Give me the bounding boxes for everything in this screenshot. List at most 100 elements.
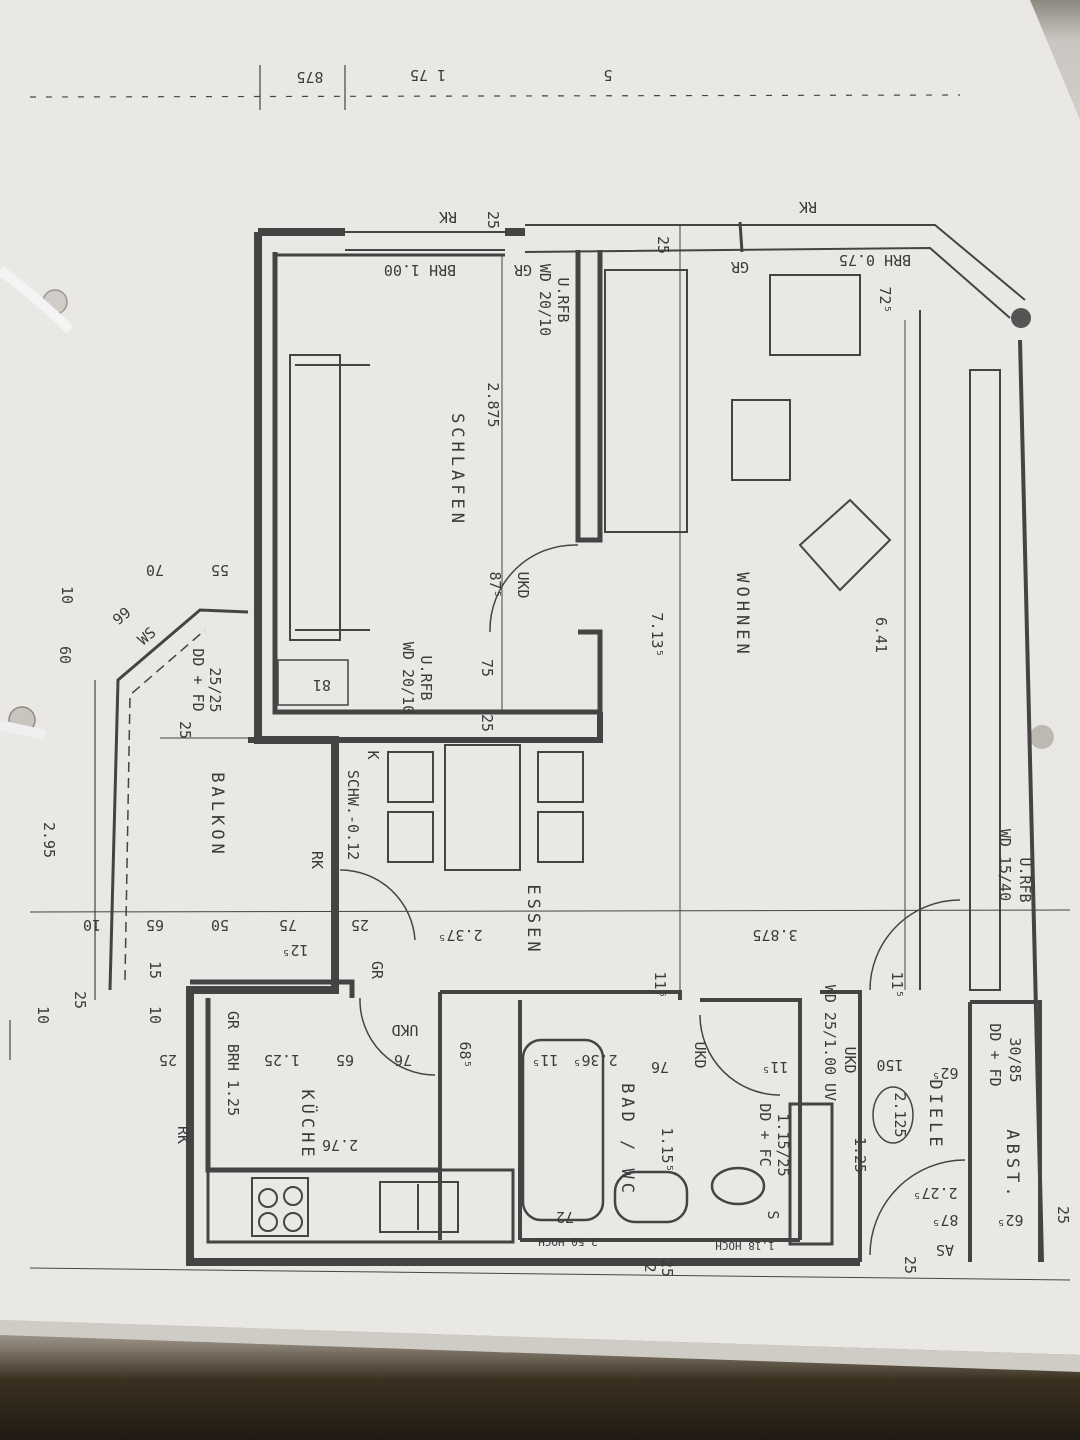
- binder-ring-bottom: [0, 720, 47, 740]
- dim-625-b: 62⁵: [996, 1211, 1023, 1229]
- balcony-outline: [108, 608, 249, 991]
- dim-25-b: 25: [654, 236, 672, 254]
- dim-15: 15: [146, 961, 164, 979]
- sink: [379, 1181, 459, 1233]
- label-as: AS: [936, 1241, 954, 1259]
- label-dd-fd-abst: DD + FD: [986, 1023, 1004, 1086]
- dim-875: 87⁵: [486, 571, 504, 598]
- toilet-bath: [613, 1170, 689, 1224]
- punch-dot: [1030, 725, 1054, 749]
- dim-276: 2.76: [322, 1136, 358, 1154]
- label-ukd-schlafen: UKD: [514, 571, 532, 598]
- wall-abst: [968, 1000, 1042, 1262]
- label-dd-fc-bad: DD + FC: [756, 1103, 774, 1166]
- label-k: K: [364, 750, 382, 759]
- dim-50: 50: [211, 916, 229, 934]
- dim-10-c: 10: [34, 1006, 52, 1024]
- dim-125: 1.25: [264, 1051, 300, 1069]
- dim-2: 2: [641, 1263, 659, 1272]
- dim-10-b: 10: [83, 916, 101, 934]
- dim-625-a: 62⁵: [931, 1064, 958, 1082]
- label-wd-wohnen: WD 15/40: [996, 829, 1014, 901]
- label-wd-schlafen-top: WD 20/10: [536, 264, 554, 336]
- label-rk-kueche: RK: [174, 1126, 192, 1144]
- dining-chair: [537, 751, 584, 803]
- coffee-table: [731, 399, 791, 481]
- door-swing-bath: [699, 1014, 781, 1096]
- label-brh-top: BRH 1.00: [384, 261, 456, 279]
- dim-2875: 2.875: [484, 382, 502, 427]
- dim-641: 6.41: [872, 617, 890, 653]
- dining-chair: [537, 811, 584, 863]
- wall-schlafen-right: [575, 250, 603, 543]
- window-band-schlafen: [345, 231, 505, 251]
- dim-60: 60: [56, 646, 74, 664]
- label-hoch-118: 1.18 HOCH: [715, 1239, 775, 1252]
- room-label-kueche: KÜCHE: [297, 1089, 319, 1160]
- window-band-wohnen: [524, 224, 1026, 319]
- wardrobe: [277, 659, 349, 706]
- room-labels: SCHLAFEN WOHNEN ESSEN BALKON KÜCHE BAD /…: [207, 413, 1022, 1201]
- dim-115-a: 11⁵: [651, 971, 669, 998]
- dim-125-c: 1.25: [851, 1137, 869, 1173]
- door-swing-schlafen: [489, 544, 579, 633]
- label-uv: UV: [821, 1083, 839, 1101]
- dim-875-top: 875: [296, 68, 323, 86]
- dim-125b: 12⁵: [281, 941, 308, 959]
- label-gr-wohnen: GR: [730, 258, 749, 276]
- dim-10-a: 10: [58, 586, 76, 604]
- wall-diele: [820, 990, 862, 1262]
- wall-wohnen-right: [969, 369, 1001, 991]
- dim-725: 72⁵: [876, 286, 894, 313]
- label-rk-right: RK: [799, 198, 817, 216]
- door-swing-kitchen: [359, 997, 436, 1076]
- sofa-top: [769, 274, 861, 356]
- stove-burner: [258, 1188, 278, 1208]
- dim-2375: 2.37⁵: [437, 926, 482, 944]
- label-dd-fd-balkon-size: 25/25: [206, 667, 224, 712]
- label-gr-essen: GR: [368, 961, 386, 980]
- room-label-bad: BAD / WC: [617, 1083, 637, 1197]
- label-dd-fd-balkon: DD + FD: [189, 648, 207, 711]
- dim-25-f: 25: [159, 1051, 177, 1069]
- door-swing-diele: [869, 899, 961, 991]
- dim-70: 70: [146, 561, 164, 579]
- dim-115-c: 11⁵: [761, 1058, 788, 1076]
- dim-65-b: 65: [336, 1051, 354, 1069]
- dim-3875: 3.875: [752, 926, 797, 944]
- room-label-diele: DIELE: [925, 1079, 945, 1150]
- washbasin: [710, 1166, 766, 1206]
- label-brh-kueche: BRH 1.25: [224, 1044, 242, 1116]
- dim-295: 2.95: [40, 822, 58, 858]
- stove-burner: [283, 1212, 303, 1232]
- dim-65: 65: [146, 916, 164, 934]
- room-label-balkon: BALKON: [207, 772, 227, 857]
- dim-7135: 7.13⁵: [648, 612, 666, 657]
- dim-25-a: 25: [478, 714, 496, 732]
- room-label-schlafen: SCHLAFEN: [447, 413, 467, 527]
- dim-2275: 2.27⁵: [912, 1184, 957, 1202]
- dim-72: 72: [556, 1208, 574, 1226]
- dim-81: 81: [313, 676, 331, 694]
- stove-burner: [283, 1186, 303, 1206]
- bathtub: [521, 1038, 605, 1222]
- dim-s: S: [764, 1210, 782, 1219]
- dim-236: 2.36⁵: [572, 1051, 617, 1069]
- label-gr-top: GR: [513, 261, 532, 279]
- dim-line-horizontal: [29, 909, 1071, 913]
- window-mullion: [738, 221, 744, 253]
- room-label-wohnen: WOHNEN: [732, 572, 752, 657]
- dim-1155: 1.15⁵: [658, 1127, 676, 1172]
- label-dd-fd-abst-size: 30/85: [1006, 1037, 1024, 1082]
- label-ukd-bad: UKD: [841, 1046, 859, 1073]
- label-ukd-bath: UKD: [691, 1041, 709, 1068]
- door-swing-entry: [869, 1159, 966, 1256]
- dim-25-j: 25: [176, 721, 194, 739]
- stove-burner: [258, 1212, 278, 1232]
- wall-schlafen-bottom: [248, 712, 603, 743]
- dim-25-d: 25: [351, 916, 369, 934]
- label-rfb-schlafen-top: U.RFB: [554, 277, 572, 322]
- dim-55: 55: [211, 561, 229, 579]
- dim-25-g: 25: [658, 1259, 676, 1277]
- dim-2125: 2.125: [891, 1092, 909, 1137]
